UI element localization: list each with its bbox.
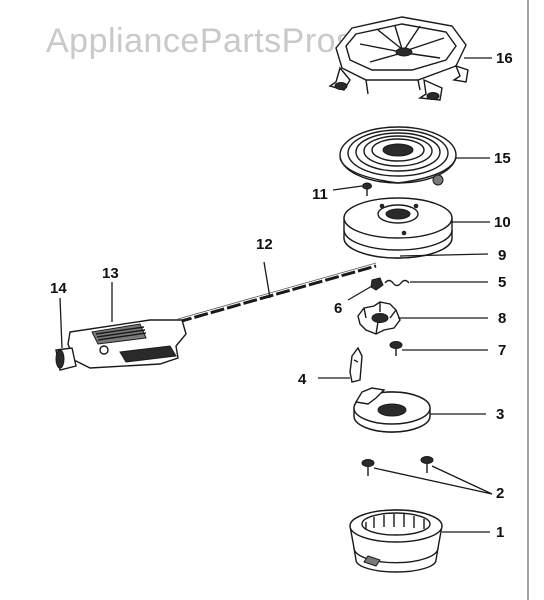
callout-12: 12	[256, 236, 273, 253]
callout-11: 11	[312, 186, 328, 203]
part-5-spring	[384, 279, 410, 287]
callout-6: 6	[334, 300, 342, 317]
part-2-screws	[361, 456, 434, 476]
part-15-recoil-spring	[339, 126, 457, 186]
part-7-screw	[389, 341, 403, 356]
part-6-pawl	[370, 277, 384, 291]
callout-9: 9	[498, 247, 506, 264]
callout-7: 7	[498, 342, 506, 359]
part-4-brake	[349, 346, 363, 383]
callout-15: 15	[494, 150, 511, 167]
part-1-drive-cup	[349, 509, 443, 573]
part-12-rope	[177, 262, 377, 324]
callout-16: 16	[496, 50, 513, 67]
part-10-pulley	[343, 197, 453, 259]
callout-14: 14	[50, 280, 67, 297]
callout-5: 5	[498, 274, 506, 291]
part-16-starter-housing	[328, 16, 469, 101]
callout-1: 1	[496, 524, 504, 541]
part-11-screw	[362, 182, 372, 196]
part-14-insert	[55, 347, 77, 371]
callout-10: 10	[494, 214, 511, 231]
callout-13: 13	[102, 265, 119, 282]
callout-4: 4	[298, 371, 307, 388]
callout-8: 8	[498, 310, 506, 327]
part-8-ratchet	[357, 301, 401, 335]
part-3-retainer	[353, 387, 431, 433]
part-13-handle	[67, 319, 187, 369]
callout-labels: 16 15 11 10 12 9 13 5 14 6 8 7 4 3 2 1	[50, 50, 513, 541]
leader-lines	[59, 57, 493, 533]
callout-2: 2	[496, 485, 504, 502]
callout-3: 3	[496, 406, 504, 423]
